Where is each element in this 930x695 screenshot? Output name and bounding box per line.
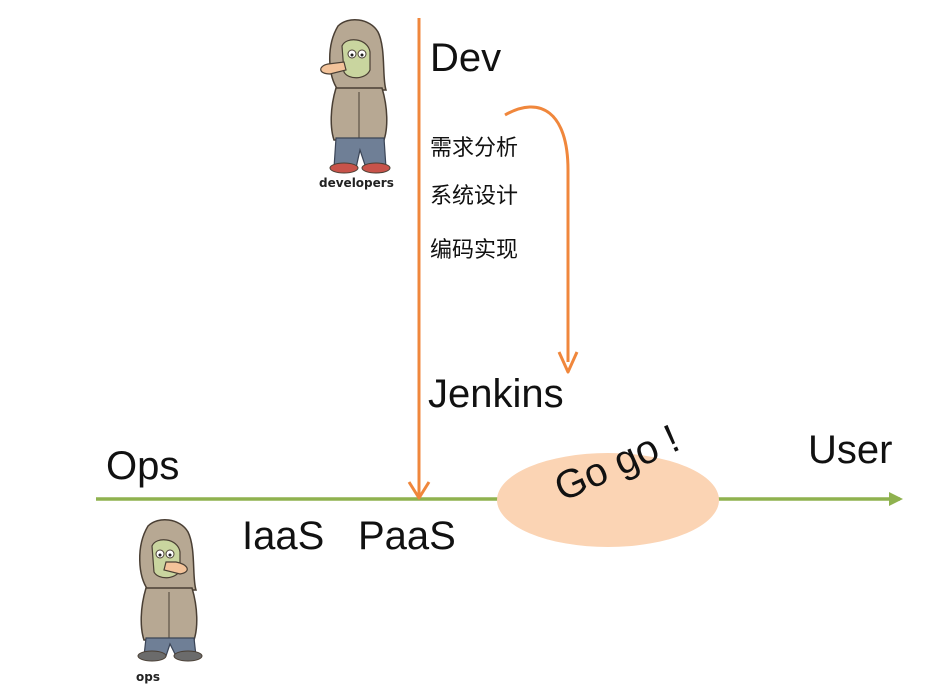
pipeline-curve-arrow — [504, 105, 570, 362]
jenkins-label: Jenkins — [428, 372, 564, 416]
pipeline-curve-arrow-head — [557, 351, 579, 374]
ops-character-icon — [137, 519, 203, 662]
dev-step-coding: 编码实现 — [430, 238, 519, 263]
ops-caption: ops — [136, 670, 160, 684]
developer-character-icon — [320, 19, 391, 174]
iaas-label: IaaS — [242, 514, 325, 558]
dev-step-design: 系统设计 — [430, 184, 519, 209]
go-ellipse — [497, 453, 719, 547]
dev-label: Dev — [430, 36, 502, 80]
paas-label: PaaS — [358, 514, 456, 558]
developers-caption: developers — [319, 176, 394, 190]
user-label: User — [808, 428, 893, 472]
dev-arrow-head — [407, 481, 431, 500]
dev-step-requirements: 需求分析 — [430, 136, 519, 161]
ops-label: Ops — [106, 444, 180, 488]
